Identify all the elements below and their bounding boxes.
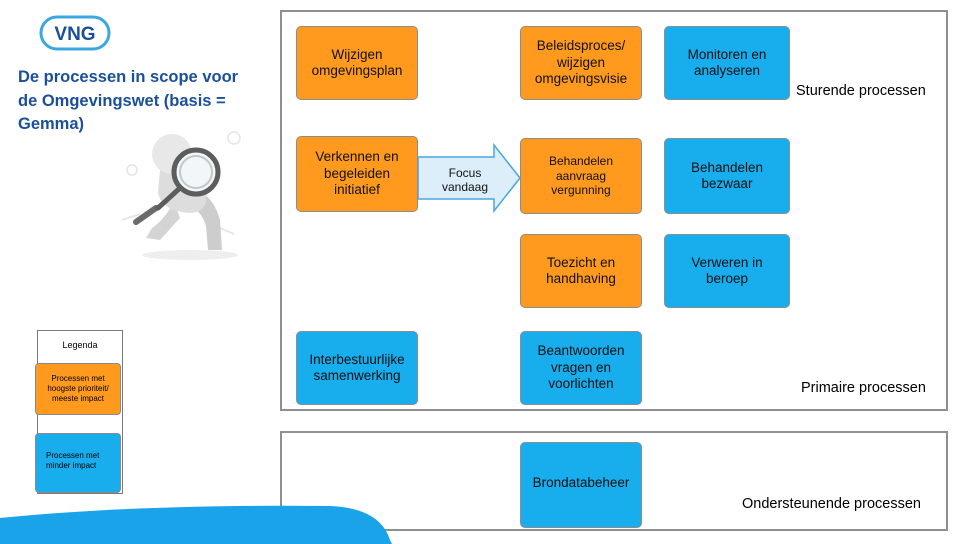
- box-beroep-label: Verweren in beroep: [691, 254, 763, 287]
- box-vragen-label: Beantwoorden vragen en voorlichten: [537, 343, 625, 392]
- focus-arrow-label: Focus vandaag: [441, 166, 489, 194]
- focus-arrow-icon: [417, 143, 521, 213]
- box-toezicht: Toezicht en handhaving: [520, 234, 642, 308]
- legend-title: Legenda: [62, 340, 98, 350]
- logo-text: VNG: [54, 24, 95, 45]
- vng-logo: VNG: [39, 15, 111, 51]
- box-verkennen: Verkennen en begeleiden initiatief: [296, 136, 418, 212]
- box-aanvraag-vergunning: Behandelen aanvraag vergunning: [520, 138, 642, 214]
- box-verkennen-label: Verkennen en begeleiden initiatief: [315, 149, 399, 198]
- legend-high-impact-label: Processen met hoogste prioriteit/ meeste…: [47, 374, 109, 403]
- box-beroep: Verweren in beroep: [664, 234, 790, 308]
- box-beleidsproces: Beleidsproces/ wijzigen omgevingsvisie: [520, 26, 642, 100]
- box-brondatabeheer: Brondatabeheer: [520, 442, 642, 528]
- label-primaire-processen: Primaire processen: [801, 380, 926, 396]
- box-monitoren-label: Monitoren en analyseren: [687, 46, 767, 79]
- bottom-wave-decoration: [0, 505, 392, 544]
- box-aanvraag-label: Behandelen aanvraag vergunning: [548, 154, 614, 198]
- box-bezwaar: Behandelen bezwaar: [664, 138, 790, 214]
- box-samenwerking-label: Interbestuurlijke samenwerking: [309, 351, 405, 384]
- legend: Legenda Processen met hoogste prioriteit…: [35, 330, 123, 494]
- legend-low-impact: Processen met minder impact: [35, 433, 121, 493]
- legend-low-impact-label: Processen met minder impact: [46, 451, 100, 470]
- box-monitoren: Monitoren en analyseren: [664, 26, 790, 100]
- box-beleid-label: Beleidsproces/ wijzigen omgevingsvisie: [534, 38, 628, 87]
- box-samenwerking: Interbestuurlijke samenwerking: [296, 331, 418, 405]
- label-sturende-processen: Sturende processen: [796, 83, 926, 99]
- magnifier-figure-icon: [112, 110, 252, 262]
- box-vragen: Beantwoorden vragen en voorlichten: [520, 331, 642, 405]
- label-ondersteunende-processen: Ondersteunende processen: [742, 496, 921, 512]
- box-toezicht-label: Toezicht en handhaving: [546, 254, 616, 287]
- page-title: De processen in scope voor de Omgevingsw…: [18, 68, 239, 133]
- box-wijzigen-label: Wijzigen omgevingsplan: [311, 46, 403, 79]
- box-wijzigen-omgevingsplan: Wijzigen omgevingsplan: [296, 26, 418, 100]
- legend-high-impact: Processen met hoogste prioriteit/ meeste…: [35, 363, 121, 415]
- box-bezwaar-label: Behandelen bezwaar: [690, 159, 764, 192]
- box-brondata-label: Brondatabeheer: [532, 474, 630, 490]
